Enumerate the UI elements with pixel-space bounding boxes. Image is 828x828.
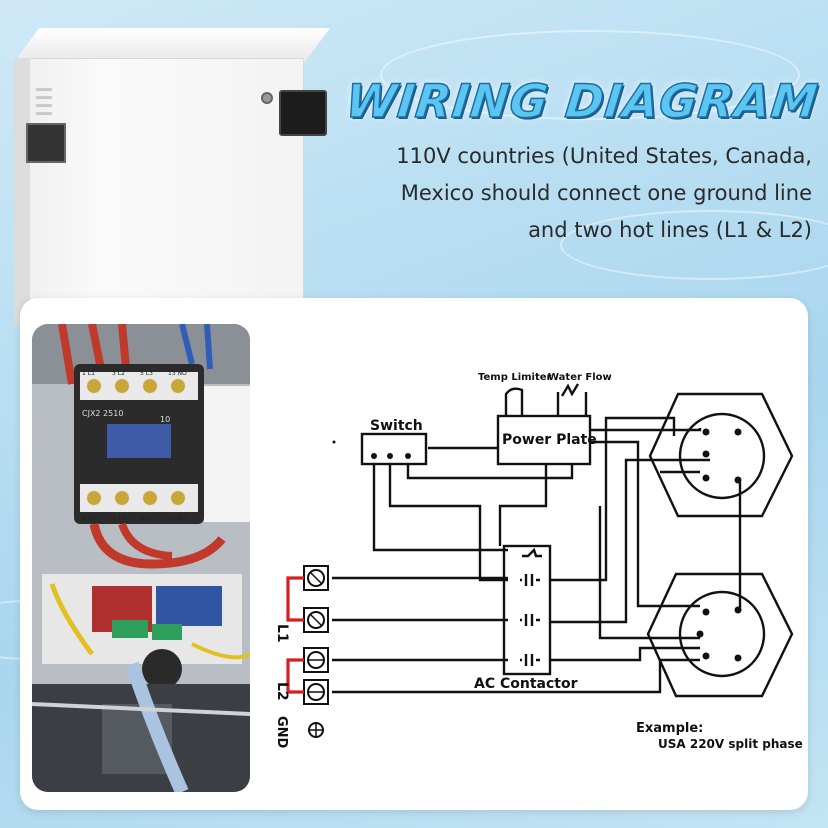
water-flow-symbol <box>556 383 588 416</box>
wiring-schematic: Switch Power Plate Temp Limiter Water Fl… <box>274 372 803 751</box>
heater-element-top-plate <box>678 412 766 500</box>
temp-limiter-label: Temp Limiter <box>478 372 552 383</box>
heater-vent <box>36 112 52 115</box>
subtitle-line: 110V countries (United States, Canada, <box>396 144 812 168</box>
l2-label: L2 <box>274 682 290 701</box>
jumper-l1 <box>286 576 304 622</box>
subtitle-line: Mexico should connect one ground line <box>400 181 812 205</box>
internal-wiring-photo: 1 L1 3 L2 5 L3 13 NO CJX2 2510 10 2 T1 4… <box>32 324 250 792</box>
water-ripple <box>380 30 800 120</box>
contactor-terminal-label: 13 NO <box>168 370 187 377</box>
temp-limiter-symbol <box>504 387 524 416</box>
power-plate-label: Power Plate <box>502 432 597 448</box>
subtitle-line: and two hot lines (L1 & L2) <box>528 218 812 242</box>
power-plate-box <box>496 414 592 466</box>
heater-side-panel <box>14 58 30 326</box>
switch-box <box>360 432 428 466</box>
contactor-terminal-label: 14 NO <box>168 515 187 522</box>
switch-label: Switch <box>370 418 423 434</box>
example-title: Example: <box>636 721 703 736</box>
heater-display <box>279 90 327 136</box>
heater-product-image <box>14 28 330 328</box>
example-text: USA 220V split phase <box>658 737 803 751</box>
water-ripple <box>560 210 828 280</box>
insulation-wrap <box>204 386 250 522</box>
ac-contactor-label: AC Contactor <box>474 676 578 692</box>
gnd-label: GND <box>274 716 289 749</box>
heater-element-bottom-plate <box>678 590 766 678</box>
water-flow-label: Water Flow <box>548 372 612 383</box>
contactor-terminal-label: 2 T1 <box>82 515 95 522</box>
contactor-terminal-label: 1 L1 <box>82 370 95 377</box>
jumper-l2 <box>286 658 304 694</box>
contactor-terminal-label: 4 T2 <box>112 515 125 522</box>
contactor-terminal-label: 6 T3 <box>140 515 153 522</box>
heater-top-panel <box>14 28 330 62</box>
heater-vent <box>36 104 52 107</box>
ac-contactor-box <box>502 544 552 676</box>
l1-label: L1 <box>274 624 290 643</box>
contactor-rating-label: 10 <box>160 415 170 424</box>
transformer <box>156 586 222 626</box>
heater-vent <box>36 96 52 99</box>
page-title: WIRING DIAGRAM <box>342 73 821 129</box>
contactor-terminal-label: 3 L2 <box>112 370 125 377</box>
heater-element-top <box>648 392 794 518</box>
heater-screw <box>261 92 273 104</box>
heater-vent <box>36 88 52 91</box>
contactor-model-label: CJX2 2510 <box>82 409 123 418</box>
page-subtitle: 110V countries (United States, Canada, M… <box>336 138 812 249</box>
heater-control-panel <box>26 123 66 163</box>
heater-element-bottom <box>646 572 794 698</box>
heater-front-panel <box>14 58 304 326</box>
contactor-terminal-label: 5 L3 <box>140 370 153 377</box>
